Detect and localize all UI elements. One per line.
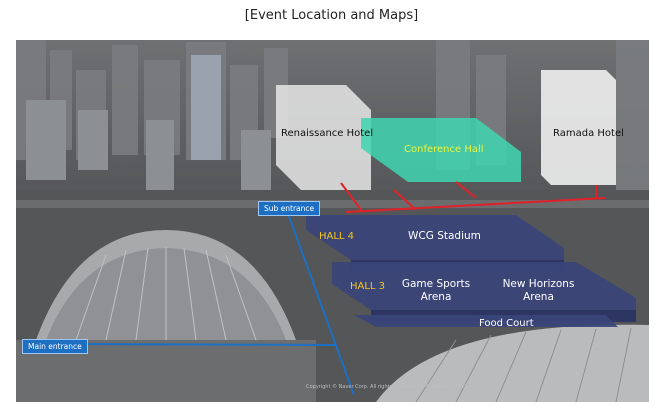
game-sports-arena-label: Game Sports Arena bbox=[401, 278, 471, 303]
sub-entrance-label: Sub entrance bbox=[258, 201, 321, 216]
new-horizons-arena-label: New Horizons Arena bbox=[502, 278, 575, 303]
wcg-stadium-label: WCG Stadium bbox=[408, 230, 481, 242]
page-title: [Event Location and Maps] bbox=[244, 8, 419, 23]
photo-credit: Copyright © Naver Corp. All rights reser… bbox=[306, 384, 468, 390]
main-entrance-label: Main entrance bbox=[22, 339, 88, 354]
aerial-map: Renaissance Hotel Conference Hall Ramada… bbox=[16, 40, 649, 402]
hall-3-label: HALL 3 bbox=[350, 281, 386, 292]
renaissance-hotel-label: Renaissance Hotel bbox=[281, 128, 374, 139]
red-route bbox=[340, 181, 607, 213]
hall-4-shape bbox=[306, 215, 564, 260]
food-court-shape bbox=[354, 315, 618, 327]
conference-hall-shape bbox=[361, 118, 521, 182]
hall-3-shape bbox=[332, 262, 636, 310]
conference-hall-label: Conference Hall bbox=[404, 144, 484, 155]
hall-4-label: HALL 4 bbox=[319, 231, 355, 242]
ramada-hotel-label: Ramada Hotel bbox=[553, 128, 624, 139]
food-court-label: Food Court bbox=[479, 318, 534, 329]
map-illustration bbox=[16, 40, 649, 402]
